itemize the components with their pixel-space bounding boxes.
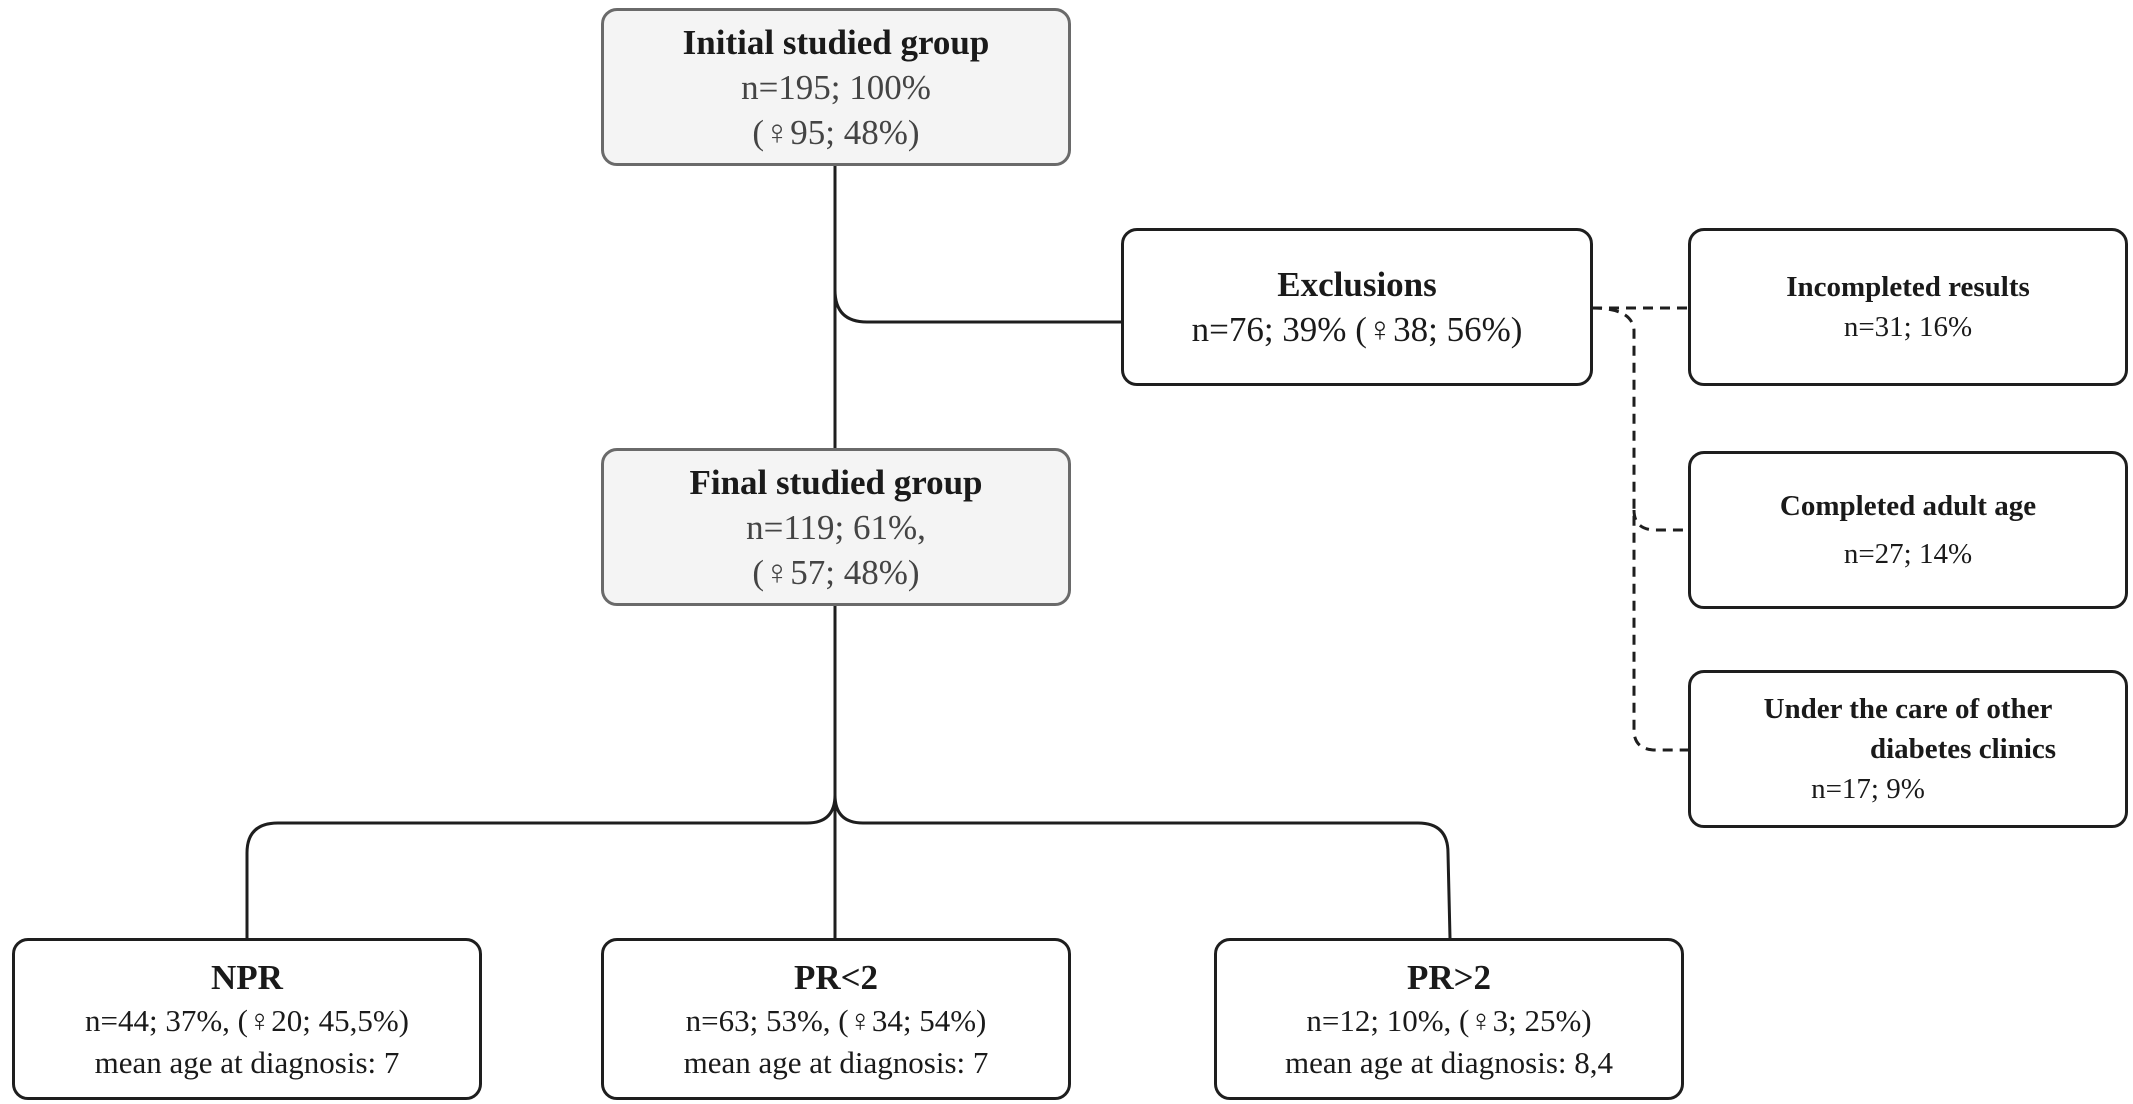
other-clinics-title-2: diabetes clinics xyxy=(1869,733,2057,765)
connector-exclusions xyxy=(833,289,1122,324)
other-clinics-title-1: Under the care of other xyxy=(1763,693,2053,725)
final-group-title: Final studied group xyxy=(689,462,983,502)
adult-age-box: Completed adult age n=27; 14% xyxy=(1688,451,2128,609)
initial-group-box: Initial studied group n=195; 100% (♀95; … xyxy=(601,8,1071,166)
initial-group-title: Initial studied group xyxy=(682,22,990,62)
exclusions-count: n=76; 39% (♀38; 56%) xyxy=(1191,310,1523,349)
final-group-count: n=119; 61%, xyxy=(746,507,926,547)
pr-gt2-mean-age: mean age at diagnosis: 8,4 xyxy=(1285,1044,1613,1080)
npr-box: NPR n=44; 37%, (♀20; 45,5%) mean age at … xyxy=(12,938,482,1100)
adult-age-count: n=27; 14% xyxy=(1843,538,1973,570)
other-clinics-count: n=17; 9% xyxy=(1811,773,1925,805)
initial-group-count: n=195; 100% xyxy=(741,67,931,107)
connector-npr xyxy=(245,794,837,938)
npr-mean-age: mean age at diagnosis: 7 xyxy=(94,1044,400,1080)
pr-lt2-box: PR<2 n=63; 53%, (♀34; 54%) mean age at d… xyxy=(601,938,1071,1100)
exclusions-title: Exclusions xyxy=(1277,265,1437,304)
connector-pr-gt2 xyxy=(833,794,1452,939)
pr-lt2-mean-age: mean age at diagnosis: 7 xyxy=(683,1044,989,1080)
npr-count: n=44; 37%, (♀20; 45,5%) xyxy=(84,1002,409,1038)
final-group-female: (♀57; 48%) xyxy=(752,552,920,592)
incompleted-box: Incompleted results n=31; 16% xyxy=(1688,228,2128,386)
pr-gt2-box: PR>2 n=12; 10%, (♀3; 25%) mean age at di… xyxy=(1214,938,1684,1100)
incompleted-count: n=31; 16% xyxy=(1843,311,1973,343)
incompleted-title: Incompleted results xyxy=(1786,271,2030,303)
initial-group-female: (♀95; 48%) xyxy=(752,112,920,152)
other-clinics-box: Under the care of other diabetes clinics… xyxy=(1688,670,2128,828)
pr-gt2-count: n=12; 10%, (♀3; 25%) xyxy=(1306,1002,1592,1038)
pr-lt2-title: PR<2 xyxy=(793,957,879,997)
pr-lt2-count: n=63; 53%, (♀34; 54%) xyxy=(685,1002,987,1038)
exclusions-box: Exclusions n=76; 39% (♀38; 56%) xyxy=(1121,228,1593,386)
connector-dashed-spine xyxy=(1591,306,1688,752)
adult-age-title: Completed adult age xyxy=(1779,490,2037,522)
final-group-box: Final studied group n=119; 61%, (♀57; 48… xyxy=(601,448,1071,606)
npr-title: NPR xyxy=(211,957,283,997)
pr-gt2-title: PR>2 xyxy=(1406,957,1492,997)
connector-dashed-adult xyxy=(1632,509,1688,532)
